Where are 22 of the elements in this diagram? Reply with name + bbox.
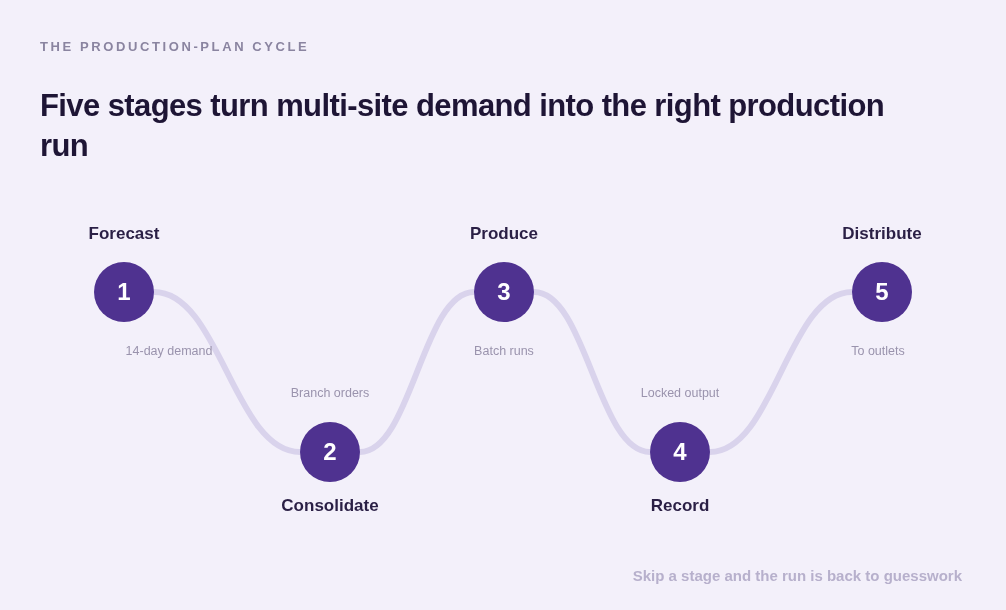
stage-title: Forecast	[87, 224, 161, 244]
connector-curve	[359, 289, 475, 455]
stage-note: 14-day demand	[125, 344, 213, 358]
connector-curve	[153, 289, 301, 455]
stage-title: Consolidate	[280, 496, 380, 516]
step-circle: 5	[852, 262, 912, 322]
step-circle: 1	[94, 262, 154, 322]
stage-title: Distribute	[841, 224, 923, 244]
heading: Five stages turn multi-site demand into the right production run	[40, 87, 886, 165]
caption: Skip a stage and the run is back to guesswork	[632, 567, 962, 584]
stage-note: Batch runs	[474, 344, 534, 358]
stage-note: To outlets	[851, 344, 905, 358]
connector-curve	[533, 289, 651, 455]
stage-title: Produce	[469, 224, 539, 244]
stage-note: Branch orders	[290, 386, 370, 400]
stage-title: Record	[649, 496, 711, 516]
step-circle: 2	[300, 422, 360, 482]
stage-note: Locked output	[640, 386, 720, 400]
step-circle: 4	[650, 422, 710, 482]
step-circle: 3	[474, 262, 534, 322]
connector-curve	[709, 289, 853, 455]
section-label: THE PRODUCTION-PLAN CYCLE	[40, 39, 310, 54]
